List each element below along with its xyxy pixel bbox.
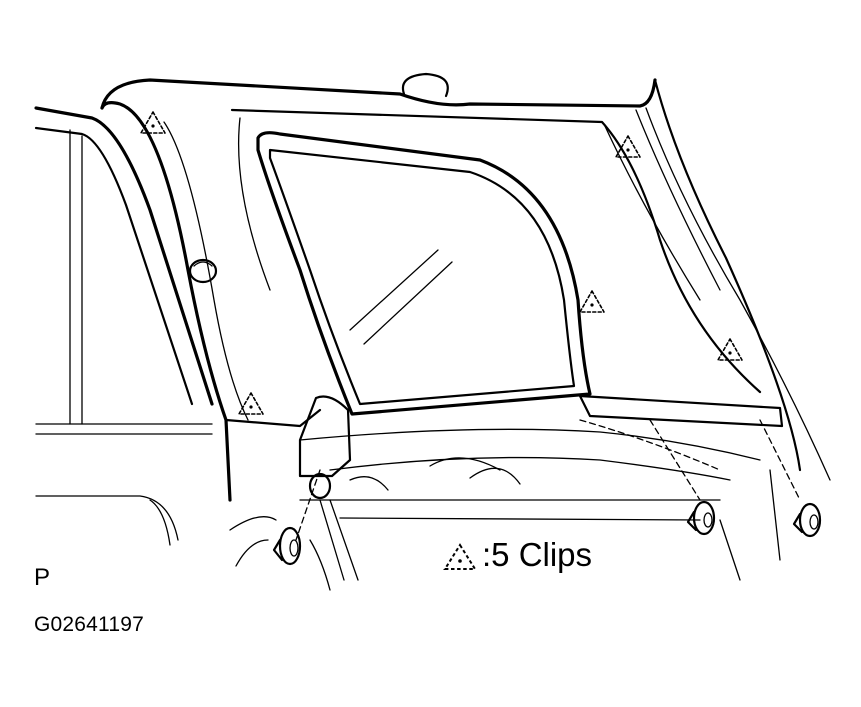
quarter-window	[256, 131, 592, 416]
clip-marker	[579, 290, 605, 313]
clip-marker	[717, 338, 743, 361]
belt-retractor-cover	[298, 395, 352, 500]
figure-code-label: G02641197	[34, 613, 145, 636]
clip-hardware	[272, 500, 822, 566]
dashed-triangle-clip-icon	[443, 543, 477, 570]
legend-text: :5 Clips	[482, 536, 593, 573]
panel-grommet	[188, 258, 218, 284]
rear-door-frame	[34, 106, 214, 546]
panel-code-label: P	[34, 564, 51, 591]
clip-marker	[140, 111, 166, 134]
lower-rail	[295, 394, 801, 541]
clip-marker	[615, 135, 641, 158]
clip-marker	[238, 392, 264, 415]
roof-headliner	[100, 72, 831, 481]
interior-details	[229, 469, 781, 591]
